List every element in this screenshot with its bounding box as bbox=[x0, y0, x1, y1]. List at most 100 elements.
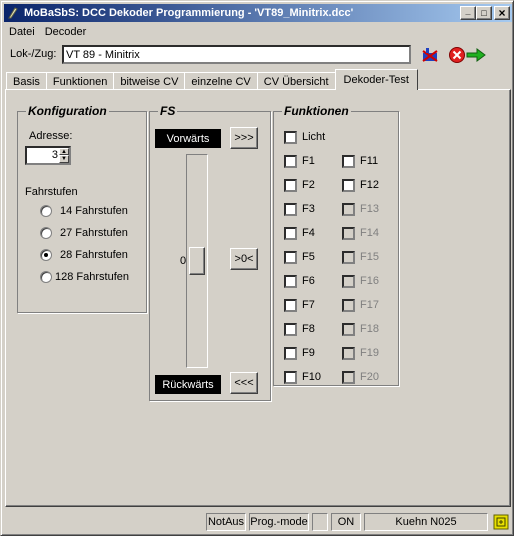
notaus-panel: NotAus bbox=[206, 513, 246, 531]
empty-panel bbox=[312, 513, 328, 531]
function-label: F18 bbox=[360, 323, 379, 335]
menu-bar: Datei Decoder bbox=[4, 23, 91, 41]
station-panel: Kuehn N025 bbox=[364, 513, 488, 531]
function-checkbox-f11[interactable] bbox=[342, 155, 355, 168]
status-bar: NotAus Prog.-mode ON Kuehn N025 bbox=[1, 511, 514, 533]
radio-128-label: 128 Fahrstufen bbox=[55, 271, 129, 283]
tab-label: einzelne CV bbox=[191, 75, 251, 88]
address-spinner[interactable]: 3 ▲ ▼ bbox=[25, 146, 71, 165]
minimize-icon: _ bbox=[465, 6, 471, 16]
spin-up-icon[interactable]: ▲ bbox=[59, 148, 69, 155]
tab-label: Dekoder-Test bbox=[343, 74, 409, 86]
progmode-panel: Prog.-mode bbox=[249, 513, 309, 531]
function-checkbox-f16 bbox=[342, 275, 355, 288]
function-checkbox-f6[interactable] bbox=[284, 275, 297, 288]
arrow-right-icon[interactable] bbox=[466, 46, 486, 64]
address-label: Adresse: bbox=[29, 130, 73, 142]
fs-group: FS Vorwärts >>> 0 >0< Rückwärts <<< bbox=[149, 104, 271, 401]
function-checkbox-f3[interactable] bbox=[284, 203, 297, 216]
tab-funktionen[interactable]: Funktionen bbox=[45, 72, 115, 90]
decoder-read-icon[interactable] bbox=[420, 46, 440, 64]
menu-decoder[interactable]: Decoder bbox=[44, 26, 87, 38]
konfiguration-group: Konfiguration Adresse: 3 ▲ ▼ Fahrstufen … bbox=[17, 104, 147, 313]
lok-label: Lok-/Zug: bbox=[10, 48, 57, 60]
close-button[interactable]: × bbox=[494, 6, 510, 20]
radio-14[interactable] bbox=[40, 205, 52, 217]
tab-basis[interactable]: Basis bbox=[6, 72, 47, 90]
tab-panel: Konfiguration Adresse: 3 ▲ ▼ Fahrstufen … bbox=[5, 89, 511, 507]
tab-bitweise-cv[interactable]: bitweise CV bbox=[113, 72, 186, 90]
function-label: F10 bbox=[302, 371, 321, 383]
maximize-icon: □ bbox=[481, 8, 487, 18]
tab-dekoder-test[interactable]: Dekoder-Test bbox=[334, 69, 418, 90]
fahrstufen-label: Fahrstufen bbox=[25, 186, 78, 198]
function-checkbox-f8[interactable] bbox=[284, 323, 297, 336]
funktionen-legend: Funktionen bbox=[282, 104, 351, 118]
function-checkbox-f5[interactable] bbox=[284, 251, 297, 264]
function-label: F20 bbox=[360, 371, 379, 383]
function-checkbox-f15 bbox=[342, 251, 355, 264]
konfiguration-legend: Konfiguration bbox=[26, 104, 109, 118]
radio-27[interactable] bbox=[40, 227, 52, 239]
function-checkbox-f17 bbox=[342, 299, 355, 312]
function-checkbox-f1[interactable] bbox=[284, 155, 297, 168]
function-label: F7 bbox=[302, 299, 315, 311]
function-checkbox-f2[interactable] bbox=[284, 179, 297, 192]
function-label: F14 bbox=[360, 227, 379, 239]
function-checkbox-f9[interactable] bbox=[284, 347, 297, 360]
backward-label: Rückwärts bbox=[155, 375, 221, 394]
function-label: F16 bbox=[360, 275, 379, 287]
fs-legend: FS bbox=[158, 104, 178, 118]
forward-button[interactable]: >>> bbox=[230, 127, 258, 149]
minimize-button[interactable]: _ bbox=[460, 6, 476, 20]
function-checkbox-f18 bbox=[342, 323, 355, 336]
function-label: F6 bbox=[302, 275, 315, 287]
radio-28[interactable] bbox=[40, 249, 52, 261]
tab-label: Basis bbox=[13, 75, 40, 88]
function-checkbox-f7[interactable] bbox=[284, 299, 297, 312]
maximize-button[interactable]: □ bbox=[476, 6, 492, 20]
function-label: F15 bbox=[360, 251, 379, 263]
radio-14-label: 14 Fahrstufen bbox=[60, 205, 128, 217]
speed-slider-track bbox=[186, 154, 208, 368]
tab-label: bitweise CV bbox=[120, 75, 179, 88]
function-label: F17 bbox=[360, 299, 379, 311]
title-bar: MoBaSbS: DCC Dekoder Programmierung - 'V… bbox=[4, 4, 512, 22]
stop-icon[interactable] bbox=[447, 46, 467, 64]
function-label: F2 bbox=[302, 179, 315, 191]
on-panel: ON bbox=[331, 513, 361, 531]
function-label: F8 bbox=[302, 323, 315, 335]
function-label: F4 bbox=[302, 227, 315, 239]
function-checkbox-f4[interactable] bbox=[284, 227, 297, 240]
backward-button[interactable]: <<< bbox=[230, 372, 258, 394]
forward-label: Vorwärts bbox=[155, 129, 221, 148]
resize-icon[interactable] bbox=[491, 513, 511, 531]
tab-strip: Basis Funktionen bitweise CV einzelne CV… bbox=[6, 69, 418, 90]
function-label: F1 bbox=[302, 155, 315, 167]
tab-einzelne-cv[interactable]: einzelne CV bbox=[184, 72, 258, 90]
radio-27-label: 27 Fahrstufen bbox=[60, 227, 128, 239]
stop-button[interactable]: >0< bbox=[230, 248, 258, 270]
function-checkbox-f10[interactable] bbox=[284, 371, 297, 384]
spin-down-icon[interactable]: ▼ bbox=[59, 155, 69, 163]
function-checkbox-f13 bbox=[342, 203, 355, 216]
close-icon: × bbox=[498, 6, 506, 20]
function-checkbox-f20 bbox=[342, 371, 355, 384]
function-checkbox-f12[interactable] bbox=[342, 179, 355, 192]
function-label: F5 bbox=[302, 251, 315, 263]
tab-label: Funktionen bbox=[52, 75, 108, 88]
function-label: F13 bbox=[360, 203, 379, 215]
speed-slider-thumb[interactable] bbox=[189, 247, 205, 275]
radio-128[interactable] bbox=[40, 271, 52, 283]
speed-value: 0 bbox=[180, 255, 187, 267]
tab-cv-uebersicht[interactable]: CV Übersicht bbox=[256, 72, 336, 90]
function-label: F3 bbox=[302, 203, 315, 215]
lok-input[interactable] bbox=[62, 45, 411, 64]
menu-datei[interactable]: Datei bbox=[9, 26, 35, 38]
licht-checkbox[interactable] bbox=[284, 131, 297, 144]
function-label: F9 bbox=[302, 347, 315, 359]
licht-label: Licht bbox=[302, 131, 326, 143]
window-title: MoBaSbS: DCC Dekoder Programmierung - 'V… bbox=[24, 7, 354, 19]
